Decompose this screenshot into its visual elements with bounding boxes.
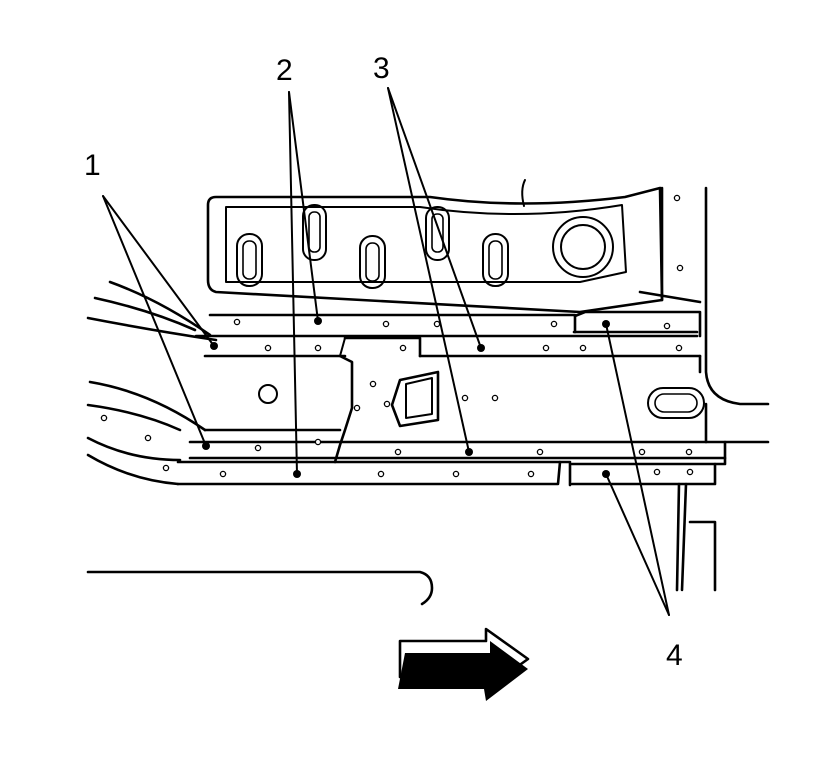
- upper-inner-panel: [206, 179, 664, 314]
- leader-lines: [102, 87, 670, 616]
- center-bracket: [333, 336, 440, 464]
- slot-3: [359, 235, 386, 289]
- slot-5: [482, 233, 509, 287]
- weld-holes: [100, 318, 694, 478]
- callout-2: 2: [276, 54, 293, 87]
- callout-1: 1: [84, 149, 101, 182]
- slot-1: [236, 233, 263, 287]
- callout-4: 4: [666, 639, 683, 672]
- pillar: [638, 186, 770, 419]
- right-arrow-icon: [398, 627, 530, 701]
- callout-3: 3: [373, 52, 390, 85]
- slot-4: [425, 206, 450, 261]
- rocker-rails: [176, 310, 770, 487]
- wheel-arch-lines: [86, 280, 218, 486]
- slot-2: [302, 204, 327, 261]
- oval-hole: [647, 387, 705, 419]
- lower-supports: [86, 482, 717, 606]
- round-hole: [552, 216, 614, 278]
